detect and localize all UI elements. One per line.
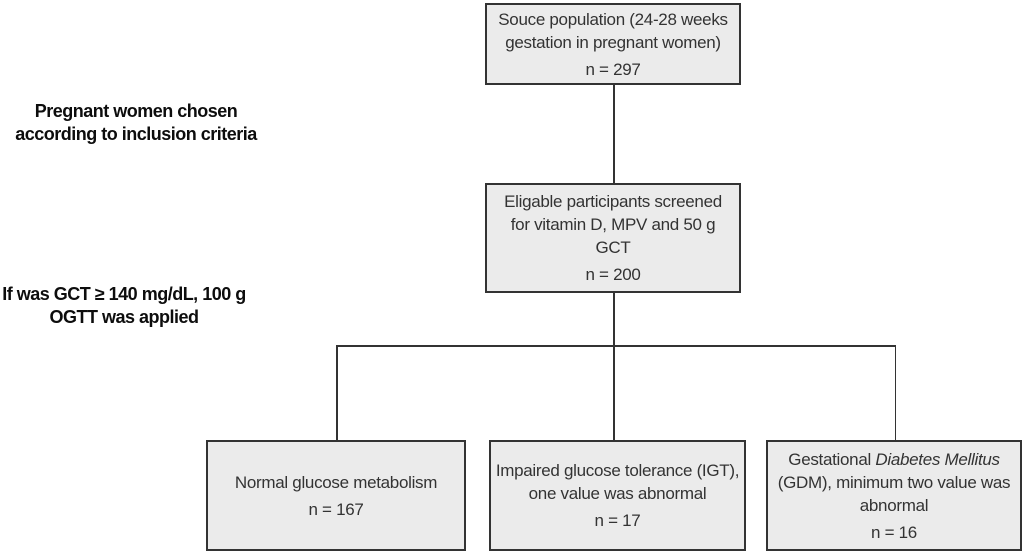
box-n-value: n = 167 (308, 499, 364, 519)
box-text-segment: Gestational (788, 449, 876, 469)
box-n-value: n = 297 (585, 59, 641, 79)
box-source-population: Souce population (24-28 weeks gestation … (485, 3, 741, 85)
box-n-value: n = 200 (585, 265, 641, 284)
box-text-line: gestation in pregnant women) (505, 32, 721, 52)
box-text-line: Impaired glucose tolerance (IGT), (495, 461, 740, 480)
box-text-line: Eligable participants screened (504, 192, 722, 211)
box-text-segment-italic: Diabetes Mellitus (875, 449, 1000, 469)
label-ogtt-rule: If was GCT ≥ 140 mg/dL, 100 g OGTT was a… (0, 283, 260, 329)
connector-source-to-eligible (613, 85, 615, 183)
branch-right-drop (894, 345, 896, 440)
label-text-line: according to inclusion criteria (15, 124, 257, 144)
label-text-line: If was GCT ≥ 140 mg/dL, 100 g (2, 284, 246, 304)
label-inclusion-criteria: Pregnant women chosen according to inclu… (0, 100, 272, 146)
box-impaired-glucose-tolerance: Impaired glucose tolerance (IGT), one va… (489, 440, 746, 551)
connector-eligible-to-branch (613, 293, 615, 440)
box-text-line: (GDM), minimum two value was (777, 472, 1011, 492)
label-text-line: Pregnant women chosen (34, 101, 238, 121)
box-eligible-participants: Eligable participants screened for vitam… (485, 183, 741, 293)
box-gestational-diabetes: Gestational Diabetes Mellitus (GDM), min… (766, 440, 1022, 551)
box-text-line: for vitamin D, MPV and 50 g (510, 215, 716, 234)
box-text-line: Souce population (24-28 weeks (498, 9, 728, 29)
label-text-line: OGTT was applied (49, 307, 199, 327)
box-normal-glucose: Normal glucose metabolism n = 167 (206, 440, 466, 551)
box-text-line: abnormal (859, 495, 929, 515)
box-n-value: n = 17 (594, 511, 641, 530)
box-text-line: one value was abnormal (528, 484, 707, 503)
branch-horizontal-line (336, 345, 896, 347)
box-text-line: GCT (595, 238, 631, 257)
box-text-line: Normal glucose metabolism (234, 472, 438, 492)
box-text-line: Gestational Diabetes Mellitus (788, 448, 1000, 471)
box-n-value: n = 16 (871, 522, 917, 542)
branch-left-drop (336, 345, 338, 440)
